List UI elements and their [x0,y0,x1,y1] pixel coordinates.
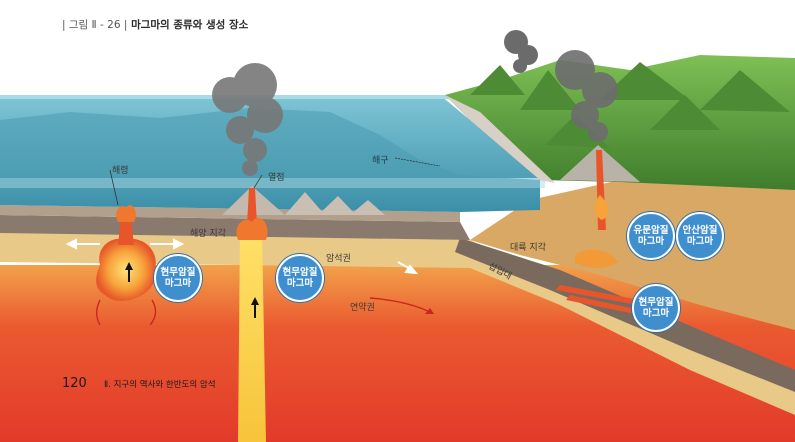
label-asthenosphere: 연약권 [350,303,375,313]
label-hotspot: 열점 [268,173,285,183]
continent-edge-rock [445,95,555,183]
red-convection-arrows [95,297,431,326]
bubble-rhyolite: 유문암질 마그마 [627,212,675,260]
bubble-basalt-ridge-text: 현무암질 마그마 [160,267,196,289]
figure-number: | 그림 Ⅱ - 26 | [62,19,128,31]
melt-streaks [556,285,650,316]
figure-title-text: 마그마의 종류와 생성 장소 [131,19,249,31]
hotspot-plume [238,219,266,442]
flow-arrows [65,238,419,275]
bubble-basalt-hotspot-text: 현무암질 마그마 [282,267,318,289]
bubble-basalt-hotspot: 현무암질 마그마 [276,254,324,302]
continent-surface [445,55,795,190]
smoke-plume-hotspot [212,63,283,176]
label-ridge: 해령 [112,166,129,176]
label-continental-crust: 대륙 지각 [510,243,546,253]
ridge-flame [116,205,136,222]
hotspot-conduit [247,188,257,225]
label-lithosphere: 암석권 [326,254,351,264]
bubble-andesite-text: 안산암질 마그마 [682,225,718,247]
bubble-andesite: 안산암질 마그마 [676,212,724,260]
smoke-plume-continental [555,50,618,142]
figure-title: | 그림 Ⅱ - 26 | 마그마의 종류와 생성 장소 [62,17,248,32]
label-oceanic-crust: 해양 지각 [190,229,226,239]
bubble-basalt-ridge: 현무암질 마그마 [154,254,202,302]
seafloor-relief [0,108,540,190]
smoke-plume-distant [504,30,538,73]
hotspot-pointer [253,174,263,189]
page-number: 120 [62,376,87,391]
bubble-basalt-subduction: 현무암질 마그마 [632,284,680,332]
label-trench: 해구 [372,156,389,166]
up-arrow-hotspot [251,297,259,318]
oceanic-crust [0,215,470,240]
green-hills [470,62,790,148]
up-arrow-ridge [125,262,133,282]
seamounts [285,192,385,215]
continental-magma-lower [575,249,618,268]
trench-pointer [394,157,441,167]
subducting-slab [455,238,795,392]
hotspot-flame [236,218,268,240]
section-title: Ⅱ. 지구의 역사와 한반도의 암석 [104,380,216,390]
bubble-basalt-subduction-text: 현무암질 마그마 [638,297,674,319]
red-arrowheads [425,308,434,314]
bubble-rhyolite-text: 유문암질 마그마 [633,225,669,247]
continental-magma-blobs [594,195,609,220]
ridge-pointer [109,169,119,206]
